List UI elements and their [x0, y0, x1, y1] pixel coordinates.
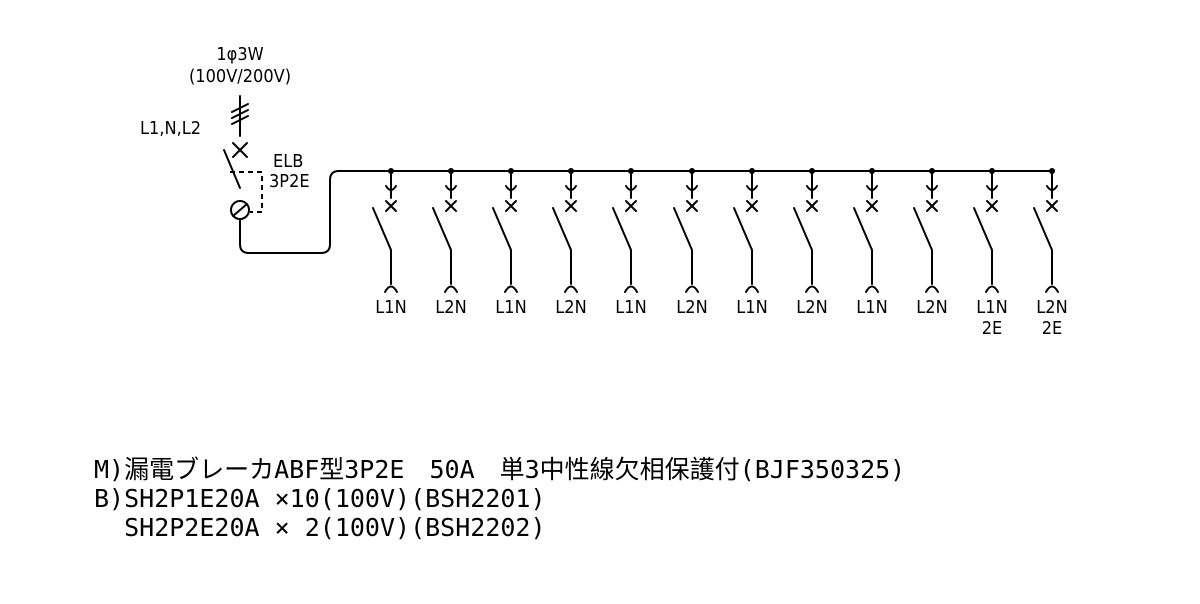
branch-circuit: L1N: [853, 168, 888, 318]
note-branch-breaker-spec-2: SH2P2E20A × 2(100V)(BSH2202): [94, 513, 546, 542]
branch-circuit: L2N: [673, 168, 708, 318]
branch-label: L1N: [736, 297, 767, 318]
branch-circuit: L1N: [492, 168, 527, 318]
branch-label-earth: 2E: [1042, 318, 1063, 339]
note-main-breaker-spec: M)漏電ブレーカABF型3P2E 50A 単3中性線欠相保護付(BJF35032…: [94, 455, 905, 484]
branch-circuit: L1N: [612, 168, 647, 318]
branch-label: L2N: [676, 297, 707, 318]
main-breaker-label-elb: ELB: [273, 151, 303, 172]
supply-lines-label: L1,N,L2: [140, 118, 201, 139]
branch-label: L2N: [1036, 297, 1067, 318]
branch-label: L2N: [796, 297, 827, 318]
branch-label: L1N: [375, 297, 406, 318]
branch-circuit: L1N: [733, 168, 768, 318]
branch-label: L1N: [495, 297, 526, 318]
branch-circuit: L2N: [913, 168, 948, 318]
branch-label: L1N: [856, 297, 887, 318]
branch-circuit: L2N: [793, 168, 828, 318]
main-breaker-label-type: 3P2E: [269, 171, 310, 192]
note-branch-breaker-spec-1: B)SH2P1E20A ×10(100V)(BSH2201): [94, 484, 546, 513]
branch-circuit: L2N: [432, 168, 467, 318]
branch-circuit: L1N: [372, 168, 407, 318]
supply-voltage-label: (100V/200V): [189, 66, 291, 87]
branch-circuit: L2N: [552, 168, 587, 318]
branch-label: L2N: [435, 297, 466, 318]
supply-phase-label: 1φ3W: [216, 44, 263, 65]
branch-label: L1N: [615, 297, 646, 318]
main-breaker-symbol: [223, 142, 263, 220]
branch-label-earth: 2E: [982, 318, 1003, 339]
branch-label: L2N: [555, 297, 586, 318]
branch-label: L1N: [976, 297, 1007, 318]
incoming-supply-line: [231, 95, 249, 137]
feeder-to-busbar: [239, 170, 1053, 254]
branch-label: L2N: [916, 297, 947, 318]
